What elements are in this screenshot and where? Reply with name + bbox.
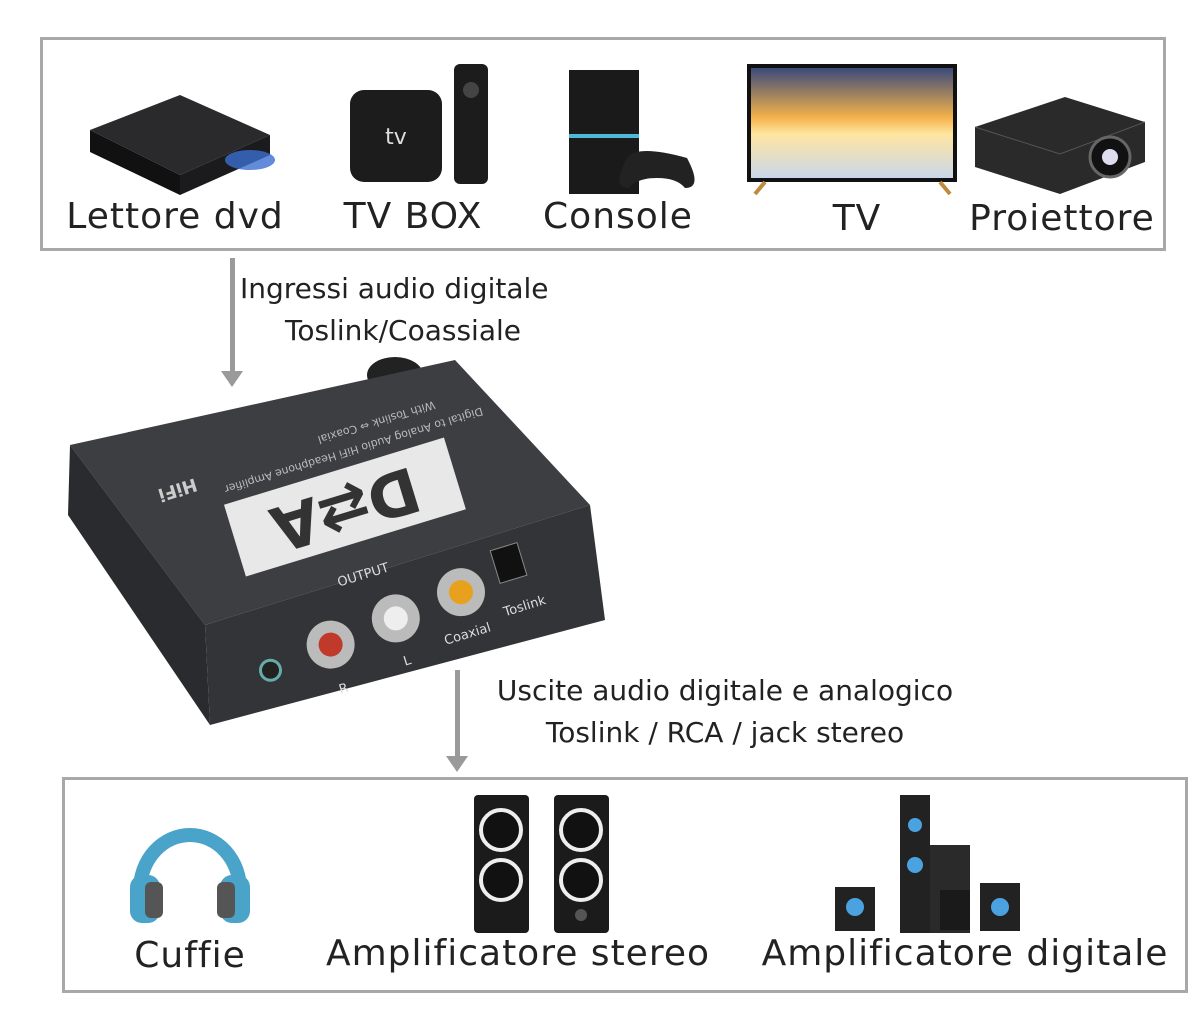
source-label-dvd: Lettore dvd xyxy=(66,196,284,237)
output-label-stereo-amp: Amplificatore stereo xyxy=(325,933,711,974)
game-console-icon xyxy=(569,70,695,194)
input-arrow xyxy=(221,258,243,387)
output-caption: Uscite audio digitale e analogico Toslin… xyxy=(475,670,975,754)
source-label-tv-box: TV BOX xyxy=(343,196,483,237)
input-caption: Ingressi audio digitale Toslink/Coassial… xyxy=(240,268,549,352)
sources-panel xyxy=(40,37,1166,251)
input-caption-line1: Ingressi audio digitale xyxy=(240,272,549,305)
headphones-icon xyxy=(130,828,250,923)
output-caption-line1: Uscite audio digitale e analogico xyxy=(496,674,954,707)
television-icon xyxy=(747,64,957,196)
output-caption-line2: Toslink / RCA / jack stereo xyxy=(545,716,905,749)
toslink-port xyxy=(489,542,528,584)
svg-text:tv: tv xyxy=(385,125,407,150)
source-label-projector: Proiettore xyxy=(969,198,1155,239)
input-caption-line2: Toslink/Coassiale xyxy=(285,314,521,347)
headphone-jack xyxy=(259,658,283,682)
projector-icon xyxy=(974,97,1146,194)
output-label-digital-amp: Amplificatore digitale xyxy=(761,933,1169,974)
source-label-console: Console xyxy=(543,196,693,237)
outputs-panel xyxy=(62,777,1188,993)
dvd-player-icon xyxy=(90,95,275,195)
port-r-label: R xyxy=(337,681,350,698)
source-label-tv: TV xyxy=(832,198,882,239)
stereo-speakers-icon xyxy=(474,795,609,933)
output-arrow xyxy=(446,670,468,772)
home-theater-icon xyxy=(835,795,1020,933)
tv-box-icon: tv xyxy=(350,64,488,184)
dac-device: D⇄A Digital to Analog Audio HiFi Headpho… xyxy=(68,357,605,725)
output-label-headphones: Cuffie xyxy=(134,935,246,976)
